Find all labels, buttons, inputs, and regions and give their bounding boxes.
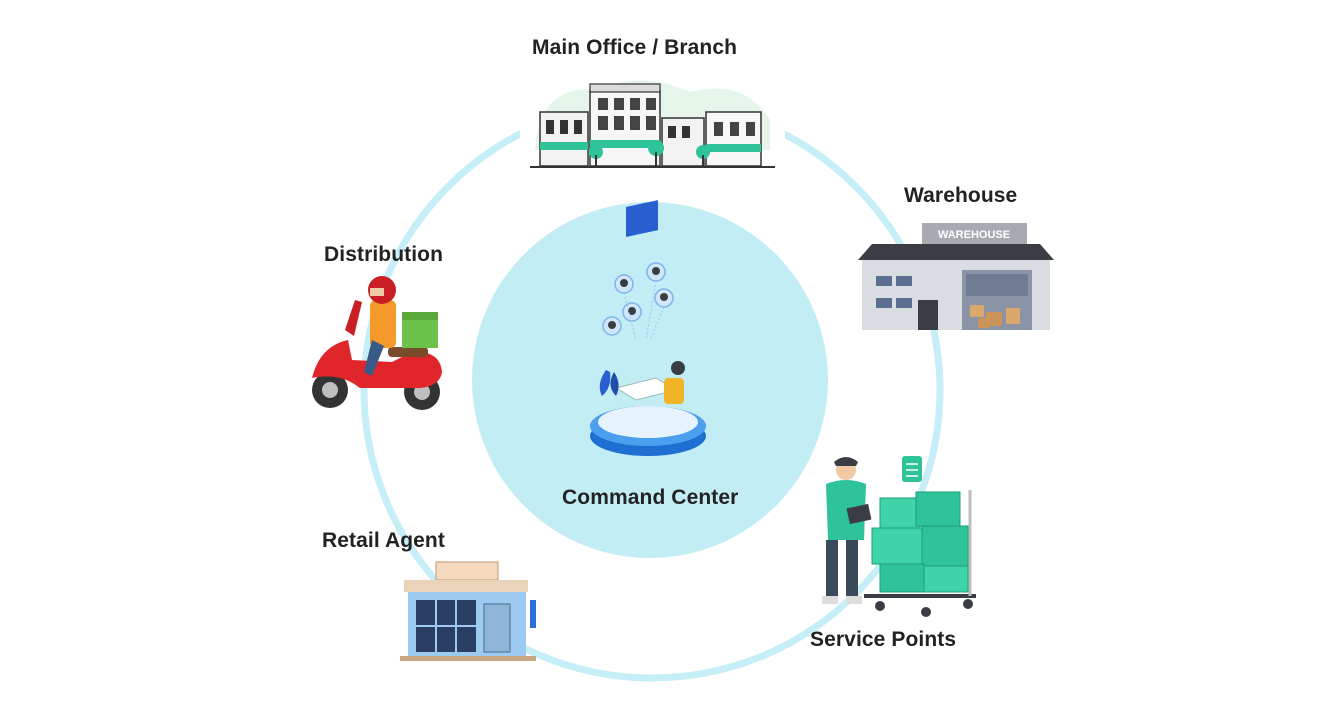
command-center-illustration xyxy=(590,200,706,456)
service-points-label: Service Points xyxy=(810,628,957,651)
distribution-label: Distribution xyxy=(324,243,444,266)
retail-agent-label: Retail Agent xyxy=(322,529,445,552)
retail-agent-illustration xyxy=(400,561,536,661)
warehouse-label: Warehouse xyxy=(904,184,1018,207)
service-points-illustration xyxy=(822,456,976,617)
main-office-label: Main Office / Branch xyxy=(532,36,738,59)
command-center-label: Command Center xyxy=(562,486,739,509)
warehouse-illustration: WAREHOUSE xyxy=(858,223,1054,330)
distribution-illustration xyxy=(312,276,442,410)
main-office-illustration xyxy=(520,80,785,175)
warehouse-sign: WAREHOUSE xyxy=(938,229,1010,241)
